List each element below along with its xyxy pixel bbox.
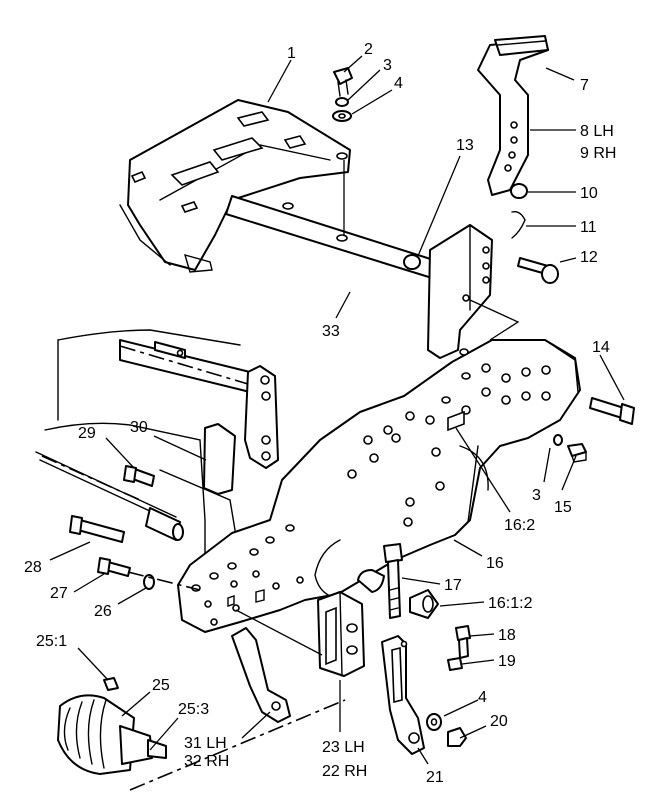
callout-label-1: 1 <box>287 45 296 62</box>
nut-part-25-1 <box>103 677 119 691</box>
callout-label-7: 7 <box>580 77 589 94</box>
callout-label-13: 13 <box>456 137 474 154</box>
callout-label-16: 16 <box>486 555 504 572</box>
washer-part-4-lower <box>426 713 442 731</box>
leader-lines <box>49 55 625 765</box>
callout-label-23-lh: 23 LH <box>322 739 365 756</box>
support-plate-part-1 <box>119 99 351 273</box>
coupling-part-25 <box>57 694 167 775</box>
center-line <box>127 571 201 591</box>
pedal-part-8-9 <box>477 39 549 196</box>
callout-label-4-lower: 4 <box>478 689 487 706</box>
callout-label-16-2: 16:2 <box>504 517 535 534</box>
mounting-plate-part-16 <box>177 339 581 633</box>
callout-label-25-3: 25:3 <box>178 701 209 718</box>
callout-label-15: 15 <box>554 499 572 516</box>
tube-rod <box>35 451 184 541</box>
callout-label-31-lh: 31 LH <box>184 735 227 752</box>
callout-label-17: 17 <box>444 577 462 594</box>
bushing-part-13 <box>403 254 421 270</box>
washer-part-3 <box>335 97 349 107</box>
callout-label-33: 33 <box>322 323 340 340</box>
callout-label-22-rh: 22 RH <box>322 763 367 780</box>
bolt-part-27 <box>97 557 131 577</box>
callout-label-20: 20 <box>490 713 508 730</box>
callout-label-29: 29 <box>78 425 96 442</box>
arm-part-31-32 <box>231 627 291 723</box>
bracket-plate-with-holes <box>244 365 279 469</box>
callout-label-30: 30 <box>130 419 148 436</box>
callout-label-25: 25 <box>152 677 170 694</box>
nut-part-15 <box>567 443 587 463</box>
bushing-part-16-1-2 <box>357 569 439 619</box>
clevis-pin-part-12 <box>517 257 559 284</box>
bolt-part-2 <box>333 67 353 97</box>
long-bolt-part-17 <box>383 543 403 619</box>
nut-part-20 <box>447 727 467 747</box>
callout-label-21: 21 <box>426 769 444 786</box>
callout-label-26: 26 <box>94 603 112 620</box>
bolt-part-28 <box>69 515 125 543</box>
washer-part-3-lower <box>553 434 563 446</box>
shaft-end-bracket <box>427 224 493 359</box>
spring-pin-part-11 <box>511 210 526 239</box>
washer-part-4 <box>332 110 352 122</box>
callout-label-3: 3 <box>383 57 392 74</box>
callout-label-14: 14 <box>592 339 610 356</box>
bolt-part-18 <box>455 625 471 659</box>
nut-part-19 <box>447 657 463 671</box>
callout-label-8-lh: 8 LH <box>580 123 614 140</box>
lever-part-21 <box>381 635 425 755</box>
callout-label-10: 10 <box>580 185 598 202</box>
assembly-line <box>235 609 323 656</box>
bolt-part-29 <box>123 465 155 487</box>
callout-label-2: 2 <box>364 41 373 58</box>
callout-label-19: 19 <box>498 653 516 670</box>
callout-label-27: 27 <box>50 585 68 602</box>
callout-label-16-1-2: 16:1:2 <box>488 595 533 612</box>
bolt-part-14 <box>589 397 635 425</box>
center-line <box>41 455 141 501</box>
callout-label-32-rh: 32 RH <box>184 753 229 770</box>
pedal-pad-part-7 <box>494 35 549 56</box>
center-line <box>129 699 346 791</box>
callout-label-25-1: 25:1 <box>36 633 67 650</box>
bushing-part-10 <box>510 183 528 199</box>
assembly-line <box>469 299 520 341</box>
callout-label-3-lower: 3 <box>532 487 541 504</box>
center-line <box>119 345 249 385</box>
callout-label-18: 18 <box>498 627 516 644</box>
callout-labels: 1 2 3 4 7 8 LH 9 RH 10 11 12 13 33 14 29… <box>24 41 616 786</box>
callout-label-12: 12 <box>580 249 598 266</box>
callout-label-11: 11 <box>580 219 597 236</box>
callout-label-28: 28 <box>24 559 42 576</box>
callout-label-9-rh: 9 RH <box>580 145 616 162</box>
bracket-part-22-23 <box>317 591 365 677</box>
callout-label-4: 4 <box>394 75 403 92</box>
bracket-part-30 <box>203 423 236 495</box>
